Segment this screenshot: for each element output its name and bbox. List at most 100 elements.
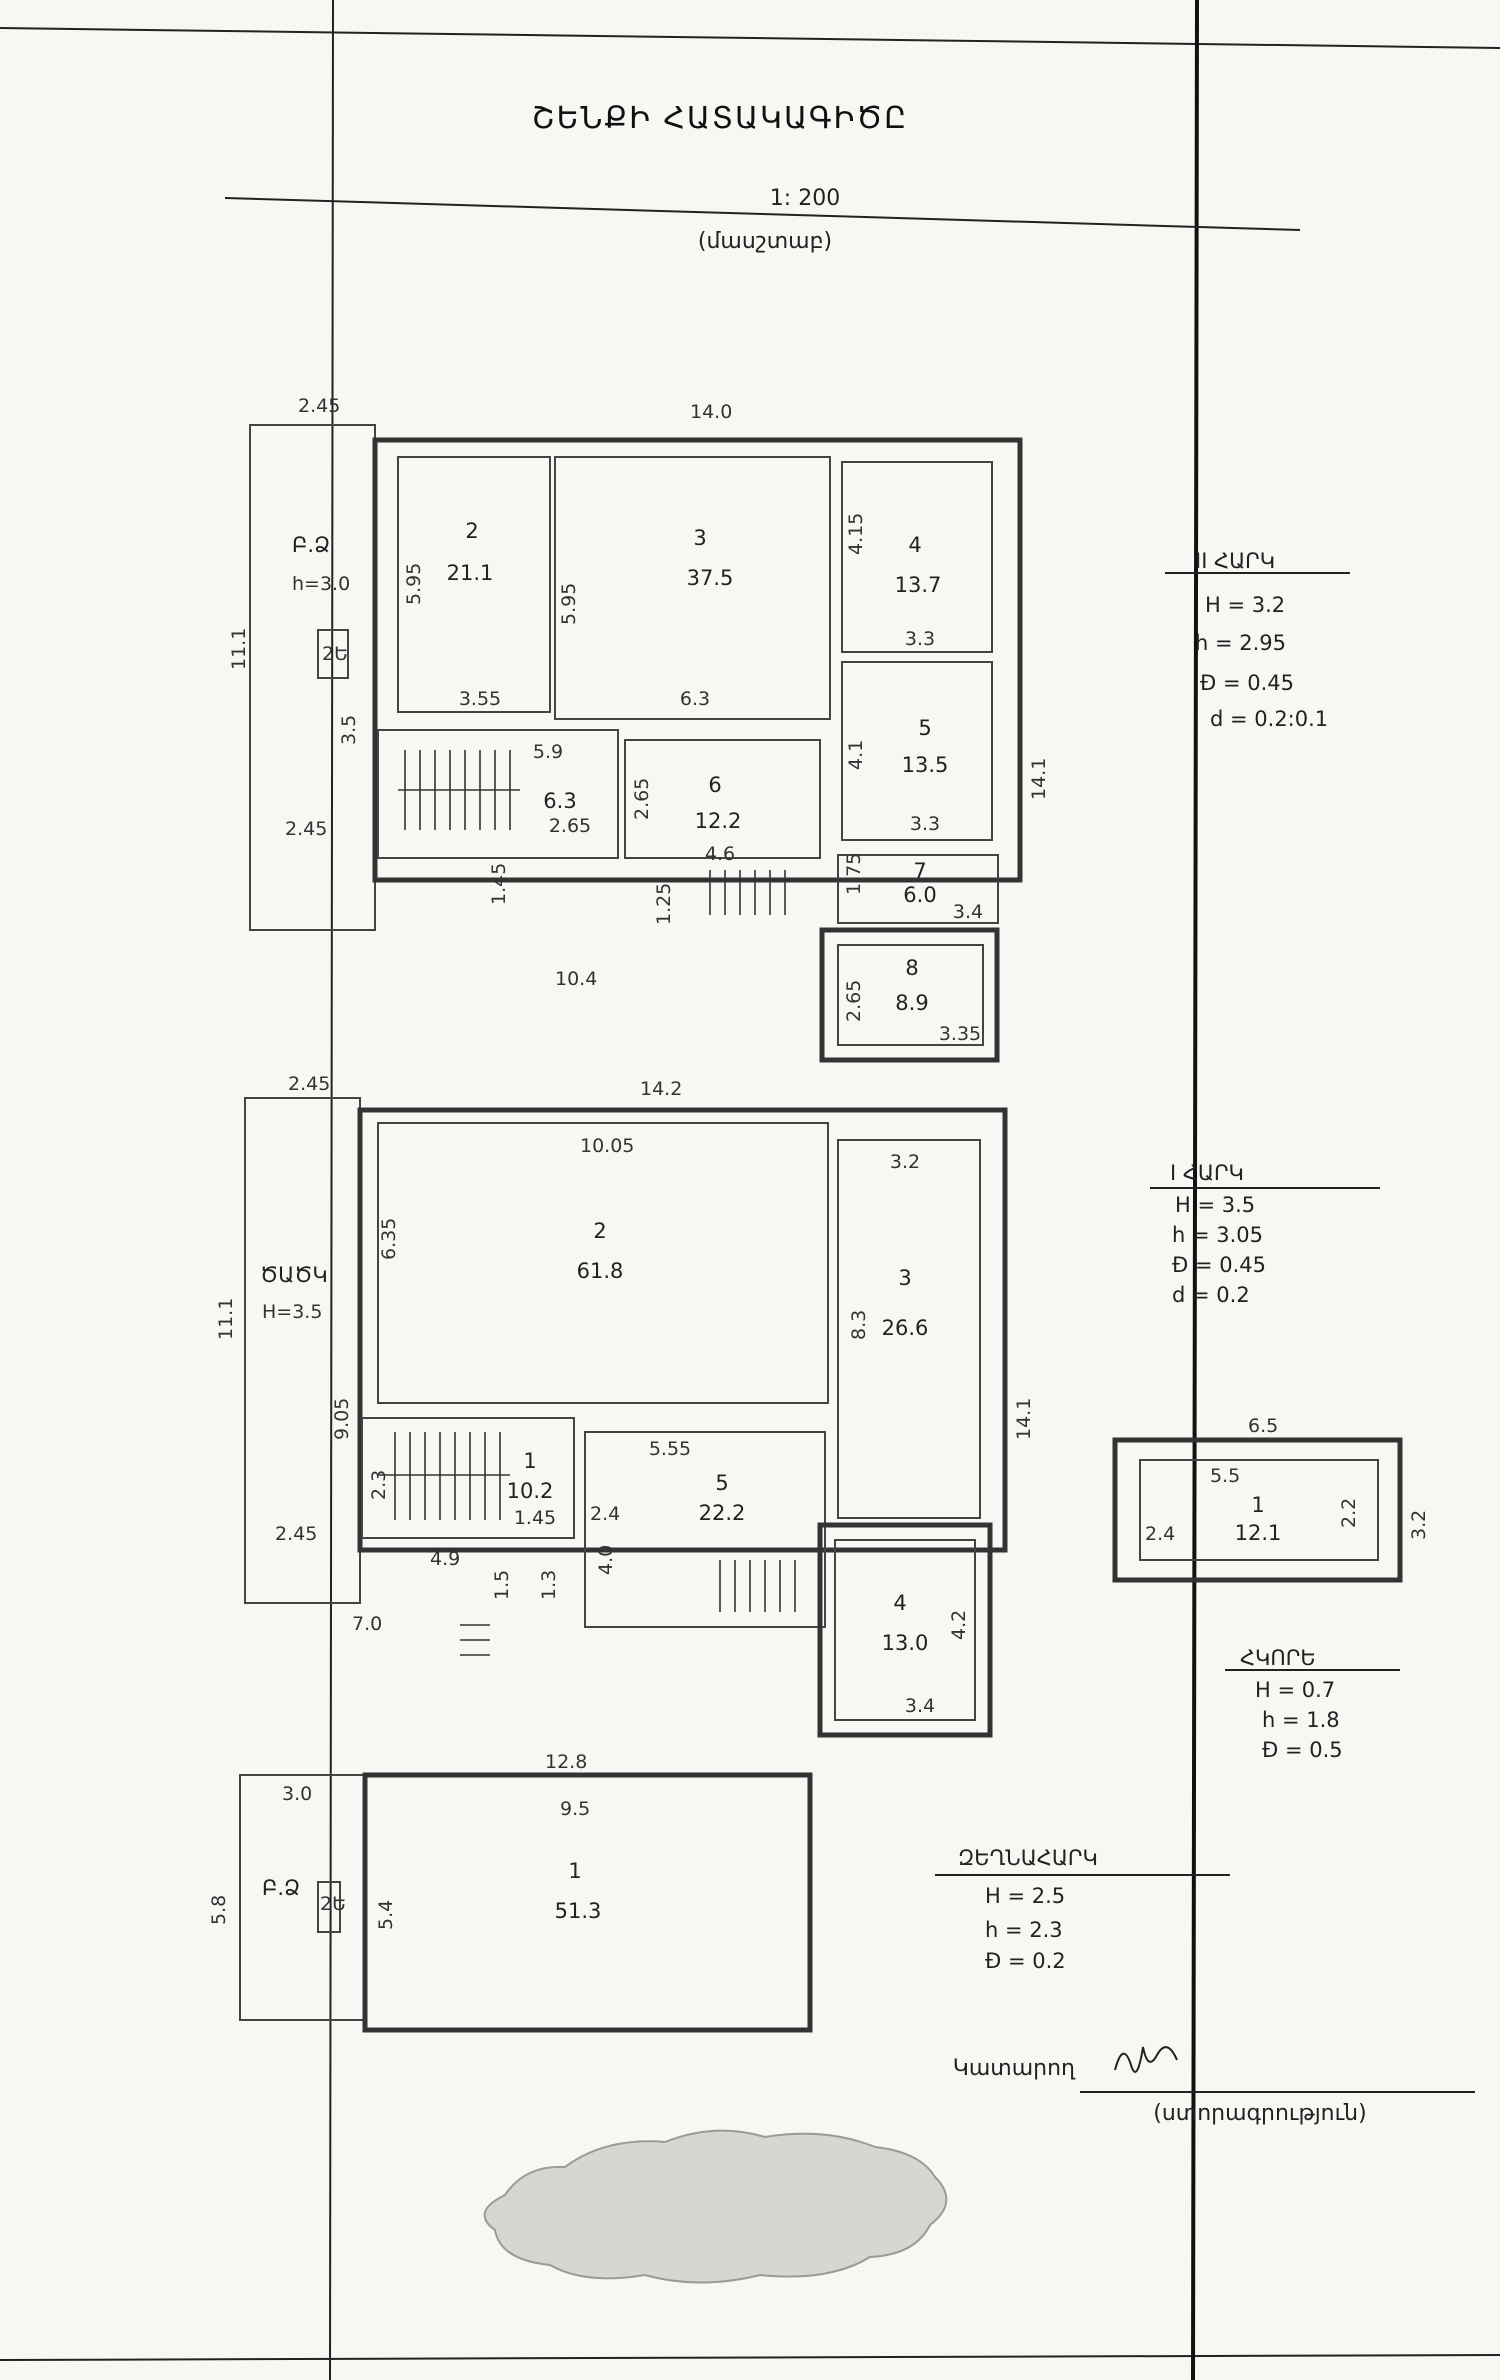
room-7-2f-no: 7 bbox=[913, 859, 926, 883]
room-8-2f-no: 8 bbox=[905, 956, 918, 980]
scale-caption: (մասշտաբ) bbox=[698, 229, 832, 254]
dim-1f-top: 14.2 bbox=[640, 1078, 682, 1100]
stairs-2f bbox=[398, 750, 786, 915]
spec-basement: ԶԵՂՆԱՀԱՐԿ H = 2.5 h = 2.3 Ð = 0.2 bbox=[935, 1846, 1230, 1973]
dim-basement-inner-w: 9.5 bbox=[560, 1798, 590, 1820]
dim-basement-left: 5.8 bbox=[208, 1895, 230, 1925]
attic-side-r: 2.2 bbox=[1338, 1498, 1360, 1528]
room-1-2f-w: 2.65 bbox=[549, 815, 591, 837]
dim-2f-ext-width: 2.45 bbox=[285, 818, 327, 840]
annex-label-1f: ԾԱԾԿ bbox=[260, 1263, 328, 1287]
signature-caption: (ստորագրություն) bbox=[1153, 2101, 1366, 2126]
dim-1f-misc-c: 1.5 bbox=[491, 1570, 513, 1600]
room-5-2f-h: 4.1 bbox=[845, 740, 867, 770]
room-4-1f-w: 3.4 bbox=[905, 1695, 935, 1717]
room-2-2f-area: 21.1 bbox=[447, 561, 494, 585]
room-4-2f-w: 3.3 bbox=[905, 628, 935, 650]
signature bbox=[1114, 2046, 1178, 2073]
room-5-2f-area: 13.5 bbox=[902, 753, 949, 777]
stairs-1f bbox=[378, 1432, 796, 1656]
dim-2f-right-side: 14.1 bbox=[1028, 758, 1050, 800]
room-7-2f-area: 6.0 bbox=[903, 883, 936, 907]
room-7-2f-h: 1.75 bbox=[843, 853, 865, 895]
room-4-1f-h: 4.2 bbox=[948, 1610, 970, 1640]
room-6-2f-h: 2.65 bbox=[631, 778, 653, 820]
room-1-1f-w: 1.45 bbox=[514, 1507, 556, 1529]
dim-1f-inner-top: 10.05 bbox=[580, 1135, 634, 1157]
annex-height-1f: H=3.5 bbox=[262, 1301, 322, 1323]
basement-annex-marker: 2Ե bbox=[320, 1893, 346, 1915]
room-2-2f-w: 3.55 bbox=[459, 688, 501, 710]
room-3-2f bbox=[554, 456, 831, 720]
room-7-2f bbox=[837, 854, 999, 924]
attic-outer-wall bbox=[1112, 1437, 1403, 1583]
room-5-2f-w: 3.3 bbox=[910, 813, 940, 835]
room-2-2f-h: 5.95 bbox=[403, 563, 425, 605]
room-6-2f bbox=[624, 739, 821, 859]
dim-2f-left-ext: 2.45 bbox=[298, 395, 340, 417]
attic-room-area: 12.1 bbox=[1235, 1521, 1282, 1545]
spec-attic-line-3: Ð = 0.5 bbox=[1262, 1738, 1343, 1762]
spec-basement-line-3: Ð = 0.2 bbox=[985, 1949, 1066, 1973]
room-3-2f-no: 3 bbox=[693, 526, 706, 550]
room-1-1f-no: 1 bbox=[523, 1449, 536, 1473]
dim-basement-inner-h: 5.4 bbox=[375, 1900, 397, 1930]
room-6-2f-no: 6 bbox=[708, 773, 721, 797]
second-floor-plan: 2.45 14.0 11.1 14.1 10.4 2.45 Բ.Ձ h=3.0 … bbox=[228, 395, 1050, 1063]
spec-basement-line-1: H = 2.5 bbox=[985, 1884, 1065, 1908]
room-3-1f-no: 3 bbox=[898, 1266, 911, 1290]
room-3-2f-w: 6.3 bbox=[680, 688, 710, 710]
dim-1f-left-ext: 2.45 bbox=[288, 1073, 330, 1095]
room-1-1f-h: 2.3 bbox=[368, 1470, 390, 1500]
dim-2f-misc-c: 3.5 bbox=[338, 715, 360, 745]
room-4-2f bbox=[841, 461, 993, 653]
room-5-1f bbox=[584, 1431, 826, 1628]
room-4-1f-area: 13.0 bbox=[882, 1631, 929, 1655]
scale-underline bbox=[224, 197, 1301, 231]
dim-2f-bottom: 10.4 bbox=[555, 968, 597, 990]
spec-basement-title: ԶԵՂՆԱՀԱՐԿ bbox=[958, 1846, 1098, 1870]
basement-chimney bbox=[317, 1881, 341, 1933]
room-5-2f bbox=[841, 661, 993, 841]
spec-1f-title: I ՀԱՐԿ bbox=[1170, 1161, 1244, 1185]
left-margin-line bbox=[329, 0, 334, 2380]
stairwell-2f bbox=[377, 729, 619, 859]
room-8-2f-w: 3.35 bbox=[939, 1023, 981, 1045]
spec-attic-line-1: H = 0.7 bbox=[1255, 1678, 1335, 1702]
attic-outer-w: 6.5 bbox=[1248, 1415, 1278, 1437]
room-5-2f-no: 5 bbox=[918, 716, 931, 740]
room-5-1f-h: 4.0 bbox=[595, 1545, 617, 1575]
room-8-2f bbox=[837, 944, 984, 1046]
room-2-2f-no: 2 bbox=[465, 519, 478, 543]
room-2-1f-no: 2 bbox=[593, 1219, 606, 1243]
attic-plan: 6.5 5.5 2.4 2.2 3.2 1 12.1 bbox=[1112, 1415, 1430, 1583]
room-2-1f-area: 61.8 bbox=[577, 1259, 624, 1283]
room-5-1f-no: 5 bbox=[715, 1471, 728, 1495]
annex-marker-2f: 2Ե bbox=[322, 643, 348, 665]
second-floor-annex bbox=[249, 424, 376, 931]
spec-2f-line-2: h = 2.95 bbox=[1195, 631, 1286, 655]
dim-1f-misc-d: 1.3 bbox=[538, 1570, 560, 1600]
dim-2f-misc-a: 1.45 bbox=[488, 863, 510, 905]
spec-1f-line-1: H = 3.5 bbox=[1175, 1193, 1255, 1217]
room-3-2f-area: 37.5 bbox=[687, 566, 734, 590]
room-4-1f-outer bbox=[817, 1522, 993, 1738]
room-7-2f-w: 3.4 bbox=[953, 901, 983, 923]
basement-plan: 12.8 9.5 3.0 5.8 5.4 Բ.Ձ 2Ե 1 51.3 bbox=[208, 1751, 813, 2033]
dim-1f-inner-left: 6.35 bbox=[378, 1218, 400, 1260]
annex-chimney-2f bbox=[317, 629, 349, 679]
spec-1f-line-3: Ð = 0.45 bbox=[1172, 1253, 1266, 1277]
room-4-1f-no: 4 bbox=[893, 1591, 906, 1615]
room-4-2f-no: 4 bbox=[908, 533, 921, 557]
dim-1f-misc-b: 2.4 bbox=[590, 1503, 620, 1525]
room-1-1f-area: 10.2 bbox=[507, 1479, 554, 1503]
dim-1f-entry: 7.0 bbox=[352, 1613, 382, 1635]
basement-annex bbox=[239, 1774, 366, 2021]
spec-attic-line-2: h = 1.8 bbox=[1262, 1708, 1340, 1732]
room-3-1f bbox=[837, 1139, 981, 1519]
room-3-2f-h: 5.95 bbox=[558, 583, 580, 625]
room-5-1f-w: 5.55 bbox=[649, 1438, 691, 1460]
dim-1f-ext-width: 2.45 bbox=[275, 1523, 317, 1545]
room-1-2f-area: 6.3 bbox=[543, 789, 576, 813]
dim-2f-misc-b: 1.25 bbox=[653, 883, 675, 925]
